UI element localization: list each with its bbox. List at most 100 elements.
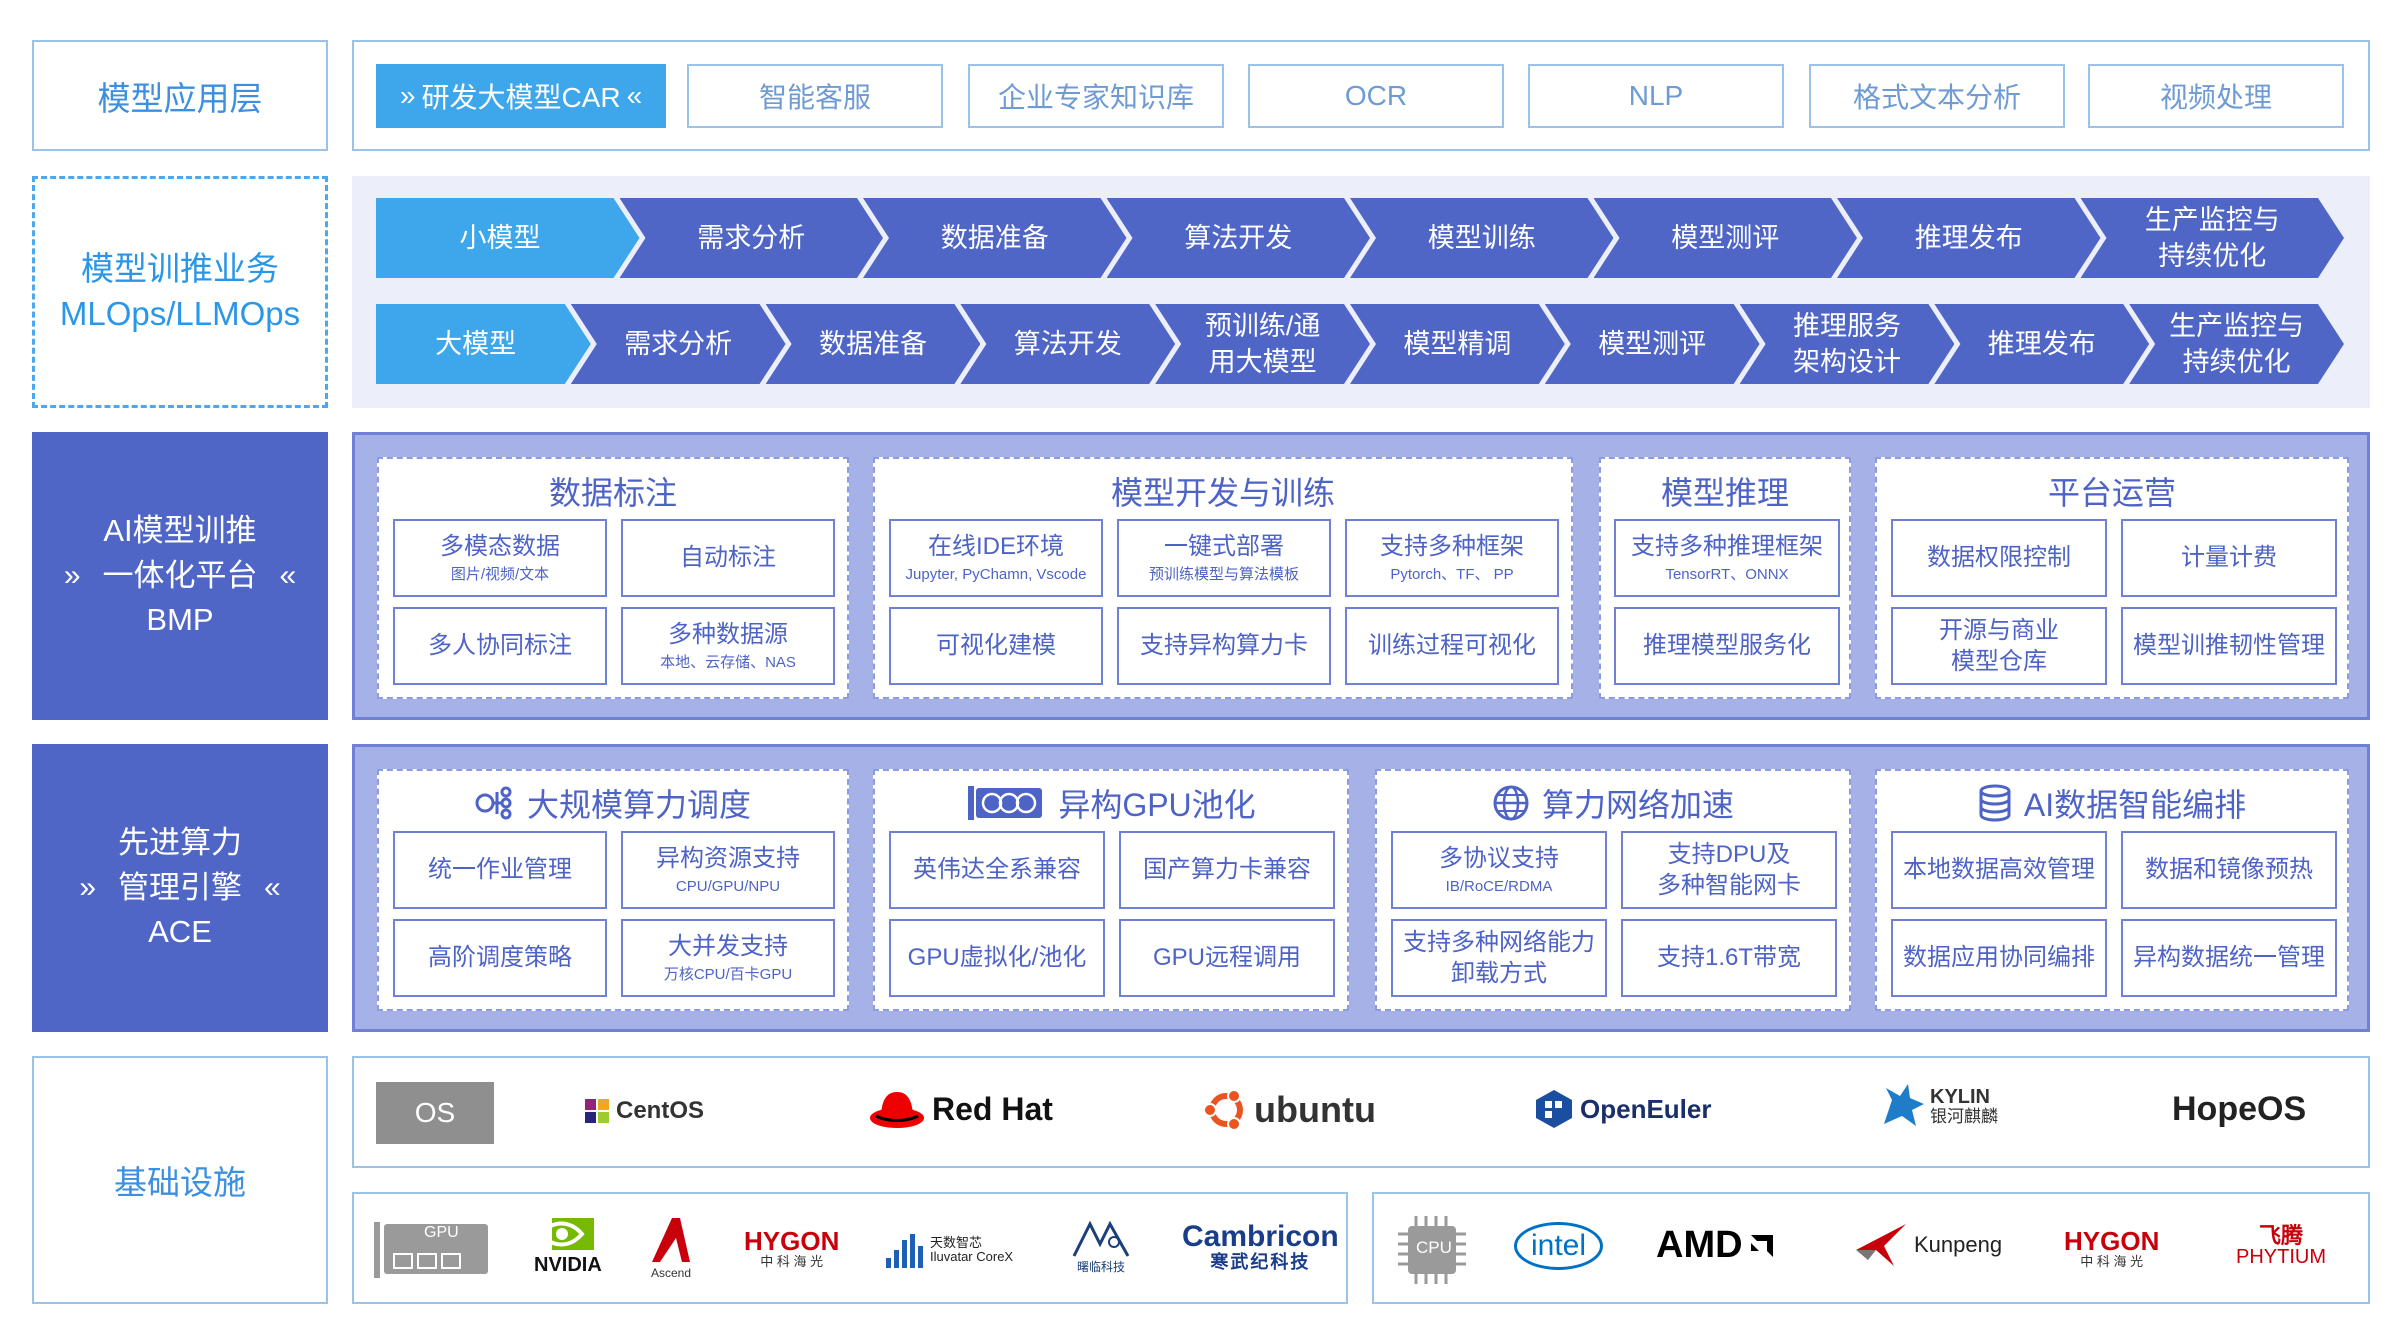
layer-label-app-text: 模型应用层 — [97, 79, 263, 117]
flow-step: 推理服务架构设计 — [1740, 304, 1955, 384]
feature-cell-subtitle: 图片/视频/文本 — [450, 566, 550, 584]
os-panel: OS CentOS Red Hat ubuntu OpenEuler — [352, 1056, 2370, 1168]
layer-label-bmp-line1: AI模型训推 — [103, 512, 257, 548]
feature-cell: 大并发支持万核CPU/百卡GPU — [621, 919, 835, 997]
hopeos-text: HopeOS — [2172, 1090, 2307, 1128]
feature-cell-title: 国产算力卡兼容 — [1143, 856, 1311, 884]
feature-cell: 计量计费 — [2121, 519, 2337, 597]
ace-schedule-title: 大规模算力调度 — [379, 777, 847, 829]
flow-step: 算法开发 — [1107, 198, 1371, 278]
nvidia-icon — [539, 1218, 594, 1250]
iluvatar-logo: 天数智芯 Iluvatar CoreX — [884, 1230, 1013, 1270]
app-button[interactable]: NLP — [1528, 64, 1784, 128]
iluvatar-text: Iluvatar CoreX — [930, 1249, 1014, 1264]
flow-step: 需求分析 — [571, 304, 786, 384]
cpu-chip-label: CPU — [1416, 1238, 1452, 1257]
layer-label-ace-line3: ACE — [148, 914, 212, 950]
feature-cell: 推理模型服务化 — [1614, 607, 1840, 685]
layer-label-app: 模型应用层 — [32, 40, 328, 151]
feature-cell-title: 支持1.6T带宽 — [1656, 944, 1802, 972]
layer-label-bmp: » AI模型训推 一体化平台 BMP « — [32, 432, 328, 720]
kunpeng-icon — [1856, 1224, 1906, 1266]
feature-cell-subtitle: IB/RoCE/RDMA — [1445, 878, 1553, 896]
double-chevron-right-icon: » — [399, 80, 416, 111]
feature-cell: 多种数据源本地、云存储、NAS — [621, 607, 835, 685]
feature-cell-title: 数据应用协同编排 — [1903, 944, 2095, 972]
app-button[interactable]: »研发大模型CAR« — [376, 64, 666, 128]
flow-step: 预训练/通用大模型 — [1155, 304, 1370, 384]
feature-cell-title: GPU虚拟化/池化 — [907, 944, 1087, 972]
flow-step: 模型测评 — [1594, 198, 1858, 278]
feature-cell-title: 支持多种网络能力卸载方式 — [1403, 928, 1595, 987]
feature-cell: 支持1.6T带宽 — [1621, 919, 1837, 997]
layer-label-bmp-line3: BMP — [146, 602, 214, 638]
feature-cell: 数据和镜像预热 — [2121, 831, 2337, 909]
feature-cell-title: 自动标注 — [680, 544, 776, 572]
layer-label-training: 模型训推业务 MLOps/LLMOps — [32, 176, 328, 408]
cambricon-logo: Cambricon 寒武纪科技 — [1182, 1220, 1339, 1273]
feature-cell: 高阶调度策略 — [393, 919, 607, 997]
layer-label-infra: 基础设施 — [32, 1056, 328, 1304]
feature-cell-subtitle: TensorRT、ONNX — [1665, 566, 1789, 584]
os-label: OS — [376, 1082, 494, 1144]
denglin-icon — [1072, 1220, 1130, 1257]
feature-cell: 多人协同标注 — [393, 607, 607, 685]
centos-text: CentOS — [616, 1097, 705, 1124]
gpu-card-icon — [968, 786, 1043, 820]
hygon-gpu-text: HYGON — [744, 1226, 840, 1256]
feature-cell-title: 模型训推韧性管理 — [2133, 632, 2325, 660]
feature-cell: 异构数据统一管理 — [2121, 919, 2337, 997]
database-icon — [1979, 784, 2011, 822]
app-button[interactable]: OCR — [1248, 64, 1504, 128]
flow-step: 算法开发 — [960, 304, 1175, 384]
feature-cell-title: 本地数据高效管理 — [1903, 856, 2095, 884]
app-button-label: 研发大模型CAR — [421, 82, 621, 113]
kylin-text: KYLIN — [1930, 1085, 1990, 1108]
feature-cell-title: 高阶调度策略 — [428, 944, 572, 972]
feature-cell: 本地数据高效管理 — [1891, 831, 2107, 909]
app-button[interactable]: 企业专家知识库 — [968, 64, 1224, 128]
bmp-ops: 平台运营 数据权限控制计量计费开源与商业模型仓库模型训推韧性管理 — [1875, 457, 2349, 699]
feature-cell: 可视化建模 — [889, 607, 1103, 685]
layer-label-training-line1: 模型训推业务 — [81, 250, 279, 288]
ubuntu-icon — [1203, 1089, 1243, 1131]
hygon-cpu-logo: HYGON 中 科 海 光 — [2064, 1227, 2159, 1269]
feature-cell-title: 可视化建模 — [936, 632, 1056, 660]
flow-step: 生产监控与持续优化 — [2129, 304, 2344, 384]
intel-logo: intel — [1514, 1222, 1604, 1270]
cpu-chip-icon — [1398, 1216, 1466, 1284]
flow-step: 模型精调 — [1350, 304, 1565, 384]
chevron-right-icon: » — [79, 871, 96, 905]
cambricon-cn-text: 寒武纪科技 — [1210, 1252, 1311, 1272]
layer-label-training-line2: MLOps/LLMOps — [59, 295, 301, 332]
app-button[interactable]: 格式文本分析 — [1809, 64, 2065, 128]
ascend-text: Ascend — [650, 1266, 692, 1280]
layer-label-ace-line2: 管理引擎 — [118, 869, 242, 905]
feature-cell-title: 多协议支持 — [1439, 845, 1559, 873]
feature-cell: 多模态数据图片/视频/文本 — [393, 519, 607, 597]
feature-cell-title: 多模态数据 — [440, 533, 560, 561]
ascend-icon — [652, 1218, 690, 1262]
flow-step: 推理发布 — [1934, 304, 2149, 384]
ace-data-title: AI数据智能编排 — [1877, 777, 2347, 829]
ubuntu-text: ubuntu — [1254, 1089, 1376, 1130]
feature-cell: 多协议支持 IB/RoCE/RDMA — [1391, 831, 1607, 909]
flow-step: 数据准备 — [766, 304, 981, 384]
app-button[interactable]: 智能客服 — [687, 64, 943, 128]
ace-network-title: 算力网络加速 — [1377, 777, 1849, 829]
feature-cell-title: 计量计费 — [2181, 544, 2277, 572]
layer-label-infra-text: 基础设施 — [114, 1164, 246, 1201]
chevron-left-icon: « — [279, 559, 297, 593]
feature-cell-title: 多种数据源 — [668, 621, 788, 649]
openeuler-icon — [1536, 1090, 1572, 1128]
hygon-gpu-logo: HYGON 中 科 海 光 — [744, 1226, 840, 1269]
app-button[interactable]: 视频处理 — [2088, 64, 2344, 128]
layer-label-bmp-line2: 一体化平台 — [102, 557, 258, 593]
feature-cell-subtitle: 本地、云存储、NAS — [660, 654, 796, 672]
feature-cell-title: 大并发支持 — [668, 933, 788, 961]
feature-cell-title: 多人协同标注 — [428, 632, 572, 660]
